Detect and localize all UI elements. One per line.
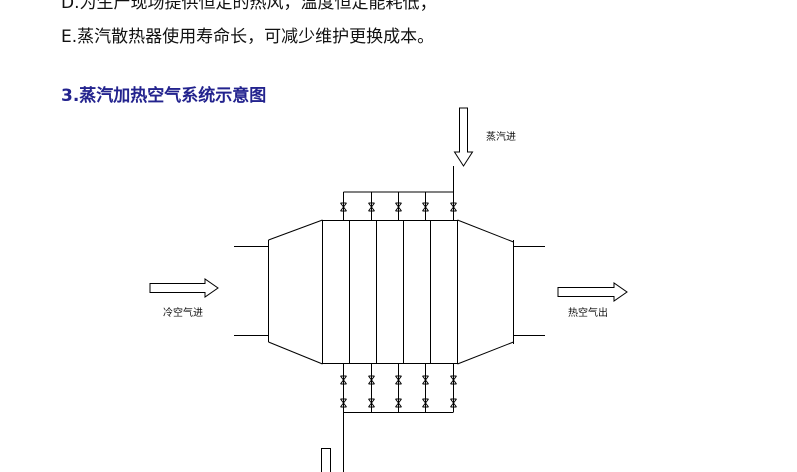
heater-core	[322, 220, 458, 364]
bottom-valves-upper	[340, 375, 457, 385]
hot-air-out-label: 热空气出	[568, 306, 608, 319]
cold-air-in-label: 冷空气进	[163, 306, 203, 319]
feature-item-e: E.蒸汽散热器使用寿命长，可减少维护更换成本。	[61, 27, 435, 47]
steam-in-label: 蒸汽进	[486, 130, 516, 143]
hot-air-outlet-arrow	[557, 282, 628, 302]
feature-item-d: D.为生产现场提供恒定的热风，温度恒定能耗低；	[61, 0, 437, 13]
section-heading: 3.蒸汽加热空气系统示意图	[61, 86, 267, 106]
cold-air-inlet-arrow	[149, 278, 219, 298]
bottom-branches	[343, 364, 454, 412]
bottom-valves-lower	[340, 398, 457, 408]
top-valves	[340, 202, 457, 212]
steam-inlet-arrow	[453, 107, 474, 167]
